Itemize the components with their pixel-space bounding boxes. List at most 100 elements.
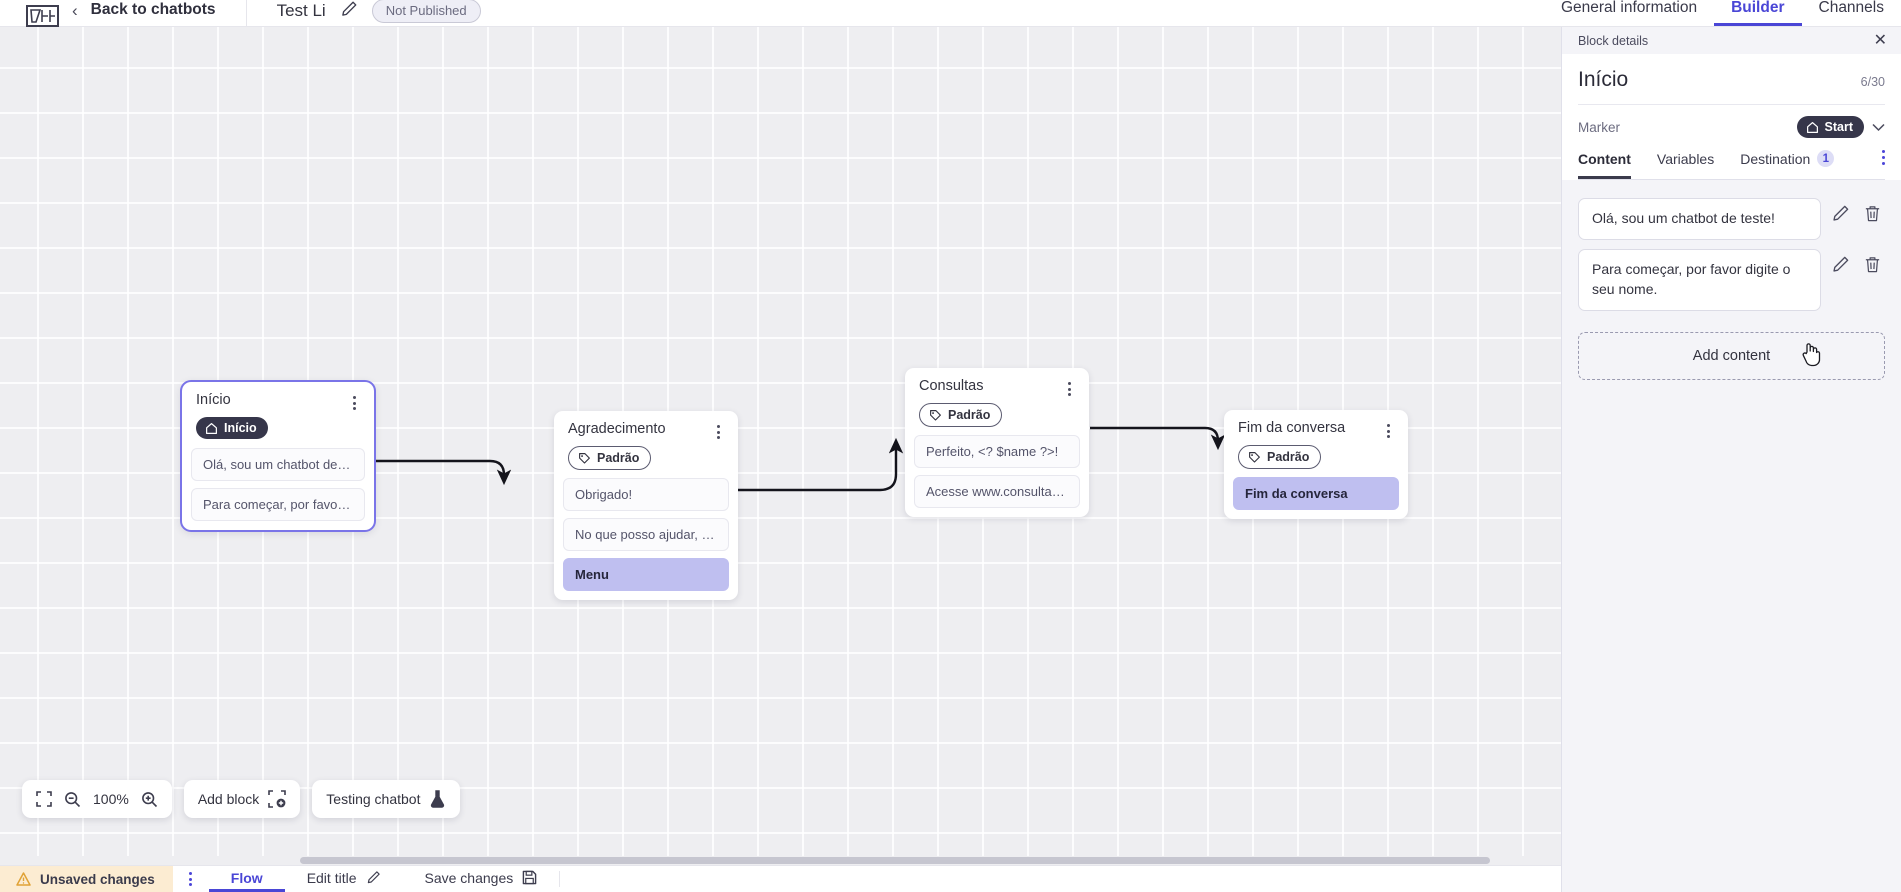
statusbar-divider xyxy=(559,871,561,887)
canvas-horizontal-scrollbar[interactable] xyxy=(0,856,1561,865)
topbar-tabs: General information Builder Channels xyxy=(1544,0,1901,26)
add-content-button[interactable]: Add content xyxy=(1578,331,1885,380)
edit-content-pencil-icon[interactable] xyxy=(1831,255,1853,277)
node-badge-row: Padrão xyxy=(905,396,1089,431)
tab-builder[interactable]: Builder xyxy=(1714,0,1802,26)
node-badge-default: Padrão xyxy=(1238,445,1322,469)
add-block-button[interactable]: Add block xyxy=(198,790,287,808)
edge-inicio-agradecimento xyxy=(373,459,512,486)
node-badge-label: Padrão xyxy=(1267,450,1310,464)
statusbar-edit-title-button[interactable]: Edit title xyxy=(285,866,403,892)
node-title: Fim da conversa xyxy=(1238,420,1346,436)
node-header: Agradecimento xyxy=(554,411,738,439)
edit-title-pencil-icon[interactable] xyxy=(340,0,358,23)
delete-content-trash-icon[interactable] xyxy=(1863,204,1885,226)
save-disk-icon xyxy=(522,870,537,885)
zoom-in-icon[interactable] xyxy=(141,791,158,808)
pencil-icon xyxy=(367,871,380,884)
statusbar-save-changes-button[interactable]: Save changes xyxy=(403,866,560,892)
panel-tab-content[interactable]: Content xyxy=(1578,150,1631,179)
top-bar: ‹ Back to chatbots Test Li Not Published… xyxy=(0,0,1901,27)
home-icon xyxy=(206,422,217,434)
back-to-chatbots-link[interactable]: Back to chatbots xyxy=(90,0,216,18)
flow-node-agradecimento[interactable]: Agradecimento Padrão Obrigado! No que po… xyxy=(554,411,738,600)
statusbar-tab-flow[interactable]: Flow xyxy=(208,866,285,892)
destination-count-badge: 1 xyxy=(1817,150,1835,167)
node-item[interactable]: No que posso ajudar, <? $name ... xyxy=(563,518,729,551)
bottom-status-bar: Unsaved changes Flow Edit title Save cha… xyxy=(0,865,1561,892)
node-item-list: Perfeito, <? $name ?>! Acesse www.consul… xyxy=(905,431,1089,508)
node-menu-kebab-icon[interactable] xyxy=(710,422,726,439)
node-header: Início xyxy=(182,382,374,410)
delete-content-trash-icon[interactable] xyxy=(1863,255,1885,277)
flow-node-fim-da-conversa[interactable]: Fim da conversa Padrão Fim da conversa xyxy=(1224,410,1408,519)
panel-tab-label: Destination xyxy=(1740,150,1811,167)
node-badge-default: Padrão xyxy=(568,446,652,470)
node-menu-kebab-icon[interactable] xyxy=(1061,379,1077,396)
panel-tab-destination[interactable]: Destination 1 xyxy=(1740,150,1835,179)
node-item[interactable]: Para começar, por favor digite o ... xyxy=(191,487,365,521)
content-item-row: Para começar, por favor digite o seu nom… xyxy=(1578,248,1885,311)
flow-canvas[interactable]: Início Início Olá, sou um chatbot de tes… xyxy=(0,27,1561,865)
marker-control[interactable]: Start xyxy=(1796,116,1885,138)
node-badge-label: Padrão xyxy=(948,408,991,422)
flow-node-consultas[interactable]: Consultas Padrão Perfeito, <? $name ?>! … xyxy=(905,368,1089,517)
node-title: Agradecimento xyxy=(568,421,666,437)
flask-icon xyxy=(429,790,446,808)
zoom-out-icon[interactable] xyxy=(64,791,81,808)
tab-general-information[interactable]: General information xyxy=(1560,0,1698,16)
node-menu-kebab-icon[interactable] xyxy=(346,393,362,410)
node-badge-row: Padrão xyxy=(1224,438,1408,473)
panel-tabs: Content Variables Destination 1 xyxy=(1578,150,1885,180)
node-title: Consultas xyxy=(919,378,984,394)
tab-channels[interactable]: Channels xyxy=(1818,0,1885,16)
back-chevron-icon[interactable]: ‹ xyxy=(72,1,78,20)
node-badge-start: Início xyxy=(196,417,268,439)
edge-agradecimento-consultas xyxy=(737,437,904,492)
node-badge-row: Padrão xyxy=(554,439,738,474)
edit-title-label: Edit title xyxy=(306,869,357,886)
marker-badge-start[interactable]: Start xyxy=(1796,116,1864,138)
flow-tab-label: Flow xyxy=(230,869,263,886)
statusbar-kebab-icon[interactable] xyxy=(173,866,209,892)
panel-header-label: Block details xyxy=(1578,33,1649,48)
panel-tab-variables[interactable]: Variables xyxy=(1657,150,1714,179)
content-item-text[interactable]: Para começar, por favor digite o seu nom… xyxy=(1578,248,1821,311)
testing-chatbot-group[interactable]: Testing chatbot xyxy=(312,780,461,818)
node-item-list: Fim da conversa xyxy=(1224,473,1408,510)
node-item[interactable]: Fim da conversa xyxy=(1233,477,1399,510)
node-item[interactable]: Acesse www.consultas.com par... xyxy=(914,475,1080,508)
chevron-down-icon[interactable] xyxy=(1872,120,1885,135)
panel-char-count: 6/30 xyxy=(1860,75,1885,89)
panel-content-list: Olá, sou um chatbot de teste! Para começ… xyxy=(1562,180,1901,311)
logo-glyph-icon xyxy=(29,8,55,23)
node-header: Fim da conversa xyxy=(1224,410,1408,438)
panel-tab-label: Content xyxy=(1578,150,1631,167)
node-item[interactable]: Olá, sou um chatbot de teste! xyxy=(191,447,365,481)
node-item[interactable]: Perfeito, <? $name ?>! xyxy=(914,435,1080,468)
node-badge-row: Início xyxy=(182,410,374,444)
node-menu-kebab-icon[interactable] xyxy=(1380,421,1396,438)
topbar-left-group: ‹ Back to chatbots xyxy=(0,0,247,27)
panel-body: Início 6/30 Marker Start Content Variabl… xyxy=(1562,54,1901,180)
testing-chatbot-button[interactable]: Testing chatbot xyxy=(326,790,446,808)
fit-screen-icon[interactable] xyxy=(36,791,52,807)
canvas-toolbar: 100% Add block Testing chatbot xyxy=(22,780,461,818)
block-details-panel: Block details ✕ Início 6/30 Marker Start… xyxy=(1561,27,1901,892)
node-badge-default: Padrão xyxy=(919,403,1003,427)
node-item-list: Obrigado! No que posso ajudar, <? $name … xyxy=(554,474,738,591)
panel-header: Block details ✕ xyxy=(1562,27,1901,54)
content-item-text[interactable]: Olá, sou um chatbot de teste! xyxy=(1578,198,1821,240)
scrollbar-thumb[interactable] xyxy=(300,857,1490,864)
status-badge: Not Published xyxy=(371,0,481,23)
edit-content-pencil-icon[interactable] xyxy=(1831,204,1853,226)
add-block-group[interactable]: Add block xyxy=(183,780,301,818)
node-item[interactable]: Menu xyxy=(563,558,729,591)
node-item[interactable]: Obrigado! xyxy=(563,478,729,511)
panel-tabs-kebab-icon[interactable] xyxy=(1882,150,1885,179)
flow-node-inicio[interactable]: Início Início Olá, sou um chatbot de tes… xyxy=(182,382,374,530)
node-badge-label: Início xyxy=(224,421,257,435)
close-icon[interactable]: ✕ xyxy=(1873,31,1887,49)
marker-value: Start xyxy=(1824,120,1853,134)
testing-chatbot-label: Testing chatbot xyxy=(326,791,421,807)
